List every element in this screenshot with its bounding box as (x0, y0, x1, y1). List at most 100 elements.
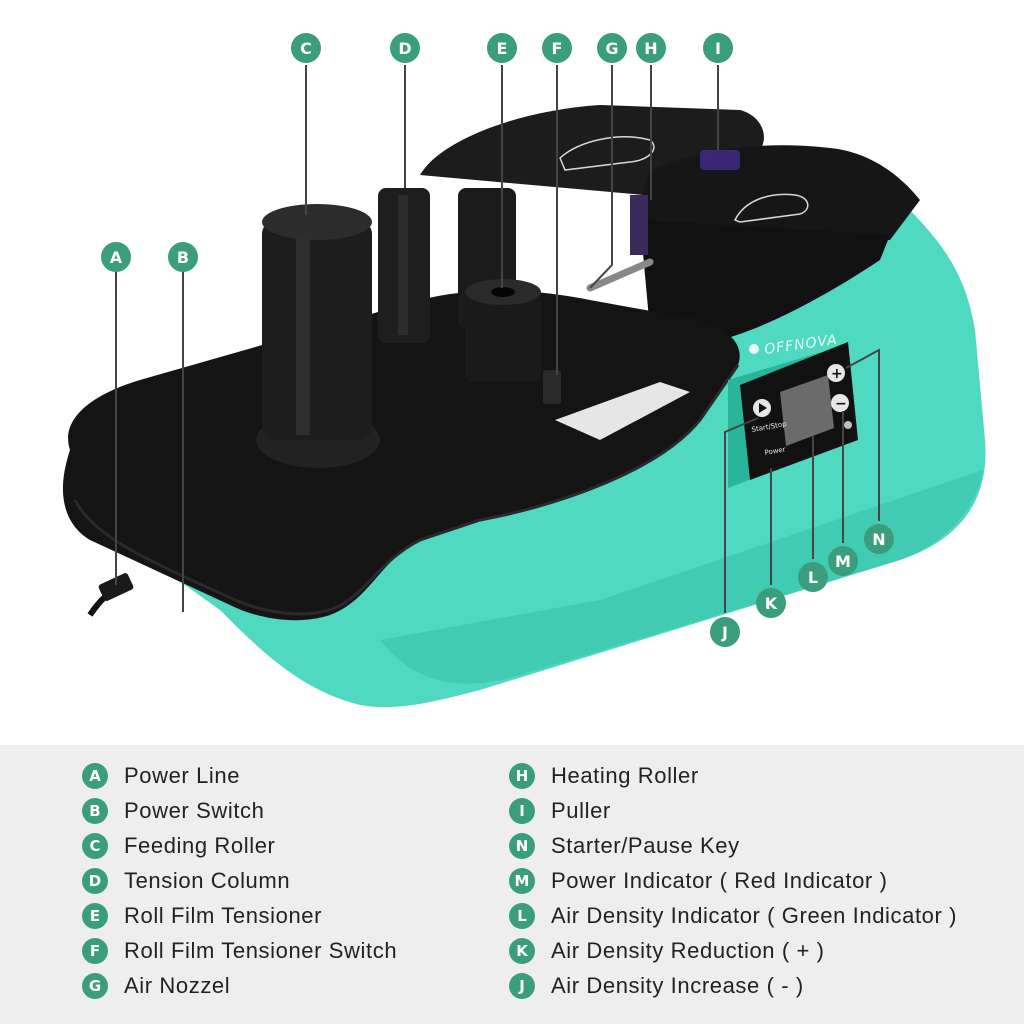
power-cable-plug (98, 573, 134, 601)
tensioner-switch (543, 370, 561, 404)
legend-badge: C (82, 833, 108, 859)
svg-text:J: J (721, 623, 728, 642)
legend-badge: A (82, 763, 108, 789)
minus-symbol: − (835, 396, 847, 412)
housing-outline-decoration (733, 193, 809, 223)
leader-lines (115, 65, 880, 613)
fan-icon (844, 421, 852, 429)
legend-badge: G (82, 973, 108, 999)
svg-text:M: M (835, 552, 851, 571)
callout-h: H (636, 33, 666, 63)
legend-label: Air Density Indicator ( Green Indicator … (551, 903, 958, 928)
legend-label: Power Indicator ( Red Indicator ) (551, 868, 888, 893)
legend-item-l: L Air Density Indicator ( Green Indicato… (509, 901, 957, 931)
callout-b: B (168, 242, 198, 272)
plus-symbol: + (831, 366, 843, 382)
legend-label: Roll Film Tensioner Switch (124, 938, 398, 963)
callout-a: A (101, 242, 131, 272)
svg-text:D: D (398, 39, 411, 58)
power-label: Power (764, 445, 786, 457)
callout-d: D (390, 33, 420, 63)
legend-item-d: D Tension Column (82, 866, 290, 896)
legend-label: Heating Roller (551, 763, 699, 788)
legend-badge: K (509, 938, 535, 964)
callout-f: F (542, 33, 572, 63)
legend-badge: F (82, 938, 108, 964)
air-density-display (780, 375, 834, 446)
legend-item-b: B Power Switch (82, 796, 264, 826)
legend-label: Air Nozzel (124, 973, 231, 998)
legend-label: Roll Film Tensioner (124, 903, 323, 928)
legend-label: Feeding Roller (124, 833, 276, 858)
minus-button[interactable] (831, 394, 849, 412)
legend-badge: D (82, 868, 108, 894)
callout-e: E (487, 33, 517, 63)
callout-m: M (828, 546, 858, 576)
legend-label: Starter/Pause Key (551, 833, 740, 858)
legend-badge: H (509, 763, 535, 789)
legend-badge: B (82, 798, 108, 824)
plus-button[interactable] (827, 364, 845, 382)
legend-label: Puller (551, 798, 611, 823)
brand-logo-icon (749, 344, 759, 354)
leader-j (724, 417, 759, 613)
legend-badge: M (509, 868, 535, 894)
callout-i: I (703, 33, 733, 63)
legend-item-n: N Starter/Pause Key (509, 831, 740, 861)
callout-c: C (291, 33, 321, 63)
tension-column-highlight (398, 195, 408, 335)
callout-j: J (710, 617, 740, 647)
svg-text:L: L (808, 568, 818, 587)
legend-item-i: I Puller (509, 796, 611, 826)
legend-label: Air Density Increase ( - ) (551, 973, 804, 998)
legend-item-m: M Power Indicator ( Red Indicator ) (509, 866, 888, 896)
feeding-roller (262, 220, 372, 440)
svg-text:H: H (644, 39, 657, 58)
svg-text:G: G (605, 39, 618, 58)
feeding-roller-highlight (296, 235, 310, 435)
parts-legend: A Power Line B Power Switch C Feeding Ro… (0, 745, 1024, 1024)
svg-text:C: C (300, 39, 312, 58)
legend-item-k: K Air Density Reduction ( + ) (509, 936, 825, 966)
teal-body-shade (380, 470, 983, 684)
product-diagram: OFFNOVA Start/Stop Power + − A B C D E F… (62, 33, 986, 708)
roll-film-tensioner (465, 290, 541, 382)
warning-label (555, 382, 690, 440)
callout-n: N (864, 524, 894, 554)
callout-k: K (756, 588, 786, 618)
legend-item-h: H Heating Roller (509, 761, 699, 791)
top-deck (62, 290, 740, 621)
upper-housing-front (640, 220, 890, 340)
legend-label: Tension Column (124, 868, 291, 893)
leader-n (845, 348, 880, 521)
start-stop-icon (759, 403, 767, 413)
svg-text:I: I (715, 39, 721, 58)
svg-text:A: A (110, 248, 123, 267)
legend-label: Power Switch (124, 798, 265, 823)
svg-text:B: B (177, 248, 189, 267)
svg-text:F: F (552, 39, 563, 58)
svg-text:N: N (872, 530, 885, 549)
legend-badge: L (509, 903, 535, 929)
legend-badge: N (509, 833, 535, 859)
svg-text:K: K (765, 594, 778, 613)
roll-film-tensioner-hole (491, 287, 515, 297)
top-deck-rim (73, 364, 740, 616)
legend-item-f: F Roll Film Tensioner Switch (82, 936, 397, 966)
callout-l: L (798, 562, 828, 592)
leader-g (589, 65, 613, 289)
legend-item-g: G Air Nozzel (82, 971, 230, 1001)
svg-text:E: E (497, 39, 508, 58)
legend-item-e: E Roll Film Tensioner (82, 901, 322, 931)
legend-badge: E (82, 903, 108, 929)
legend-item-j: J Air Density Increase ( - ) (509, 971, 804, 1001)
legend-badge: J (509, 973, 535, 999)
puller (700, 150, 740, 170)
heating-roller (630, 195, 648, 255)
air-nozzle (586, 258, 654, 292)
feeding-roller-top (262, 204, 372, 240)
legend-label: Power Line (124, 763, 241, 788)
callout-g: G (597, 33, 627, 63)
legend-item-a: A Power Line (82, 761, 240, 791)
legend-item-c: C Feeding Roller (82, 831, 275, 861)
